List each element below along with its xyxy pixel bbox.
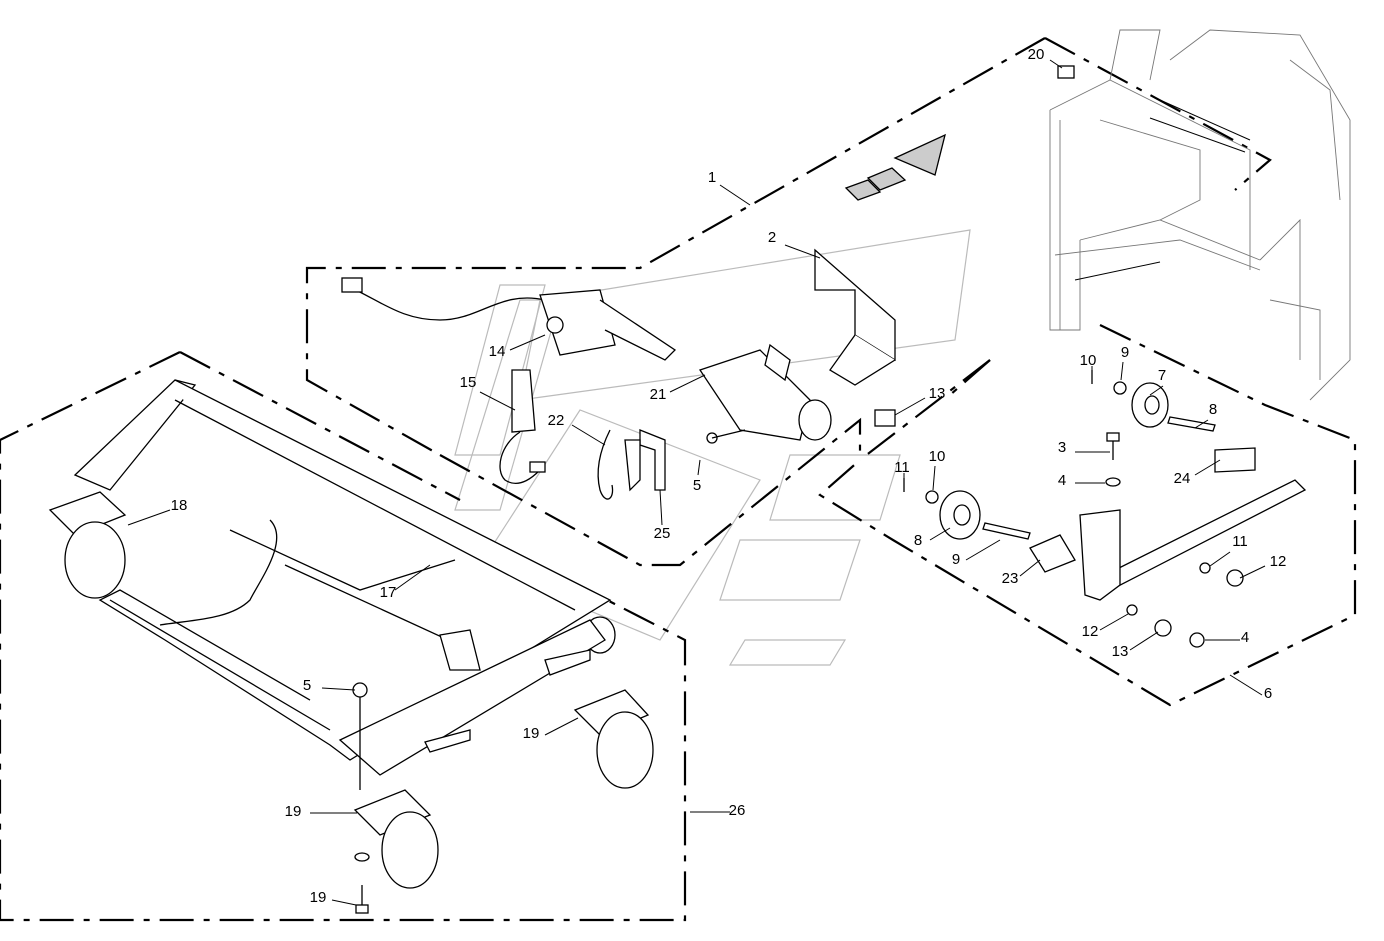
callout-label: 4 [1241,629,1249,646]
part-15-switch [341,277,677,361]
callout-label: 11 [1232,533,1248,550]
leader-line [1019,559,1041,577]
callout-label: 4 [1058,472,1066,489]
leader-line [479,391,516,411]
callout-label: 3 [1058,439,1066,456]
part-14-clip [874,409,896,427]
part-23-cable [597,429,614,500]
tube-bar [1079,479,1307,601]
part-26-clip [624,429,666,492]
callout-label: 24 [1174,470,1191,487]
callout-label: 19 [285,803,302,820]
leader-line [929,527,951,541]
leader-line [894,397,926,416]
callout-label: 6 [1264,685,1272,702]
leader-line [1209,551,1231,567]
leader-line [127,509,171,526]
callout-label: 18 [171,497,188,514]
leader-line [932,465,936,491]
leader-line [1229,674,1263,696]
callout-label: 22 [548,412,565,429]
leader-line [784,244,821,259]
part-6-screw [706,429,746,444]
leader-line [1149,385,1164,396]
callout-label: 25 [654,525,671,542]
callout-layer: 1234455678899101011111212131314151718191… [127,46,1287,906]
leader-line [1099,613,1129,631]
callout-label: 5 [303,677,311,694]
callout-label: 12 [1082,623,1099,640]
callout-label: 17 [380,584,397,601]
callout-label: 8 [1209,401,1217,418]
part-2-bracket [814,248,896,386]
callout-label: 19 [523,725,540,742]
callout-label: 9 [1121,344,1129,361]
part-25-bracket [1214,447,1256,473]
callout-label: 14 [489,343,506,360]
fasteners-right [1105,477,1244,648]
leader-line [965,539,1001,561]
callout-label: 9 [952,551,960,568]
part-24-bracket [1029,534,1076,573]
direction-arrow [844,133,946,201]
callout-label: 26 [729,802,746,819]
callout-label: 13 [1112,643,1129,660]
leader-line [1239,565,1266,579]
leader-line [1194,419,1209,429]
callout-label: 5 [693,477,701,494]
leader-line [669,374,706,393]
watermark-logo [454,229,971,666]
callout-label: 10 [1080,352,1097,369]
callout-label: 7 [1158,367,1166,384]
part-8-roller-lower [939,490,981,540]
part-9-pins [982,416,1216,540]
callout-label: 20 [1028,46,1045,63]
trolley-fasteners [352,682,370,914]
leader-line [509,334,546,351]
callout-label: 21 [650,386,667,403]
leader-line [331,899,357,906]
callout-label: 2 [768,229,776,246]
callout-label: 8 [914,532,922,549]
callout-label: 19 [310,889,327,906]
leader-line [659,489,663,526]
leader-line [719,184,751,206]
callout-label: 13 [929,385,946,402]
part-3-bolt [1106,432,1120,460]
leader-line [321,687,356,691]
leader-line [1049,59,1063,69]
leader-line [1194,459,1221,476]
part-18-trolley-frame [73,379,616,776]
assembly-boundaries [0,37,1357,922]
leader-line [571,424,606,446]
leader-line [697,459,701,476]
callout-label: 11 [894,459,910,476]
part-19-casters [48,491,654,889]
part-21-cap [1057,65,1075,79]
callout-label: 1 [708,169,716,186]
leader-line [544,717,579,736]
part-17-handset [499,369,546,485]
callout-label: 12 [1270,553,1287,570]
callout-label: 10 [929,448,946,465]
part-22-motor [698,343,832,441]
leader-line [1120,361,1124,381]
part-10-washers [925,381,1127,504]
callout-label: 15 [460,374,477,391]
machine-frame [1049,29,1351,401]
leader-line [394,564,431,591]
part-11-pins [903,370,1093,492]
leader-line [1129,631,1159,651]
part-8-roller-upper [1131,382,1169,428]
callout-label: 23 [1002,570,1019,587]
